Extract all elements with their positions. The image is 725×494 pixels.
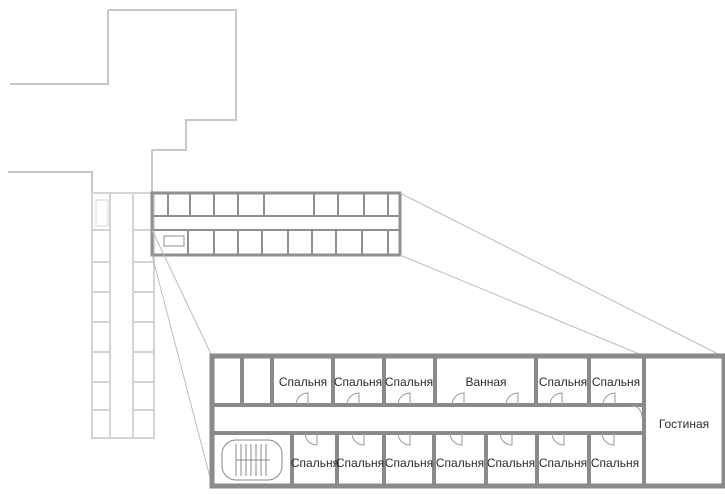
- zoom-lines: [151, 192, 723, 486]
- faint-vertical-wing: [91, 192, 155, 439]
- site-outline: [8, 9, 237, 193]
- room-label: Спальня: [592, 375, 640, 389]
- bottom-room-labels: Спальня Спальня Спальня Спальня Спальня …: [291, 456, 639, 470]
- room-label: Спальня: [385, 456, 433, 470]
- room-label: Спальня: [487, 456, 535, 470]
- room-label: Спальня: [436, 456, 484, 470]
- room-label: Ванная: [465, 375, 506, 389]
- living-room-label: Гостиная: [659, 417, 709, 431]
- room-label: Спальня: [539, 375, 587, 389]
- room-label: Спальня: [336, 456, 384, 470]
- room-label: Спальня: [539, 456, 587, 470]
- detail-plan: [209, 353, 725, 489]
- room-label: Спальня: [385, 375, 433, 389]
- top-room-labels: Спальня Спальня Спальня Ванная Спальня С…: [279, 375, 640, 389]
- room-label: Спальня: [334, 375, 382, 389]
- room-label: Спальня: [279, 375, 327, 389]
- room-label: Спальня: [291, 456, 339, 470]
- room-label: Спальня: [591, 456, 639, 470]
- mini-wing-plan: [150, 191, 402, 257]
- stair: [221, 439, 283, 481]
